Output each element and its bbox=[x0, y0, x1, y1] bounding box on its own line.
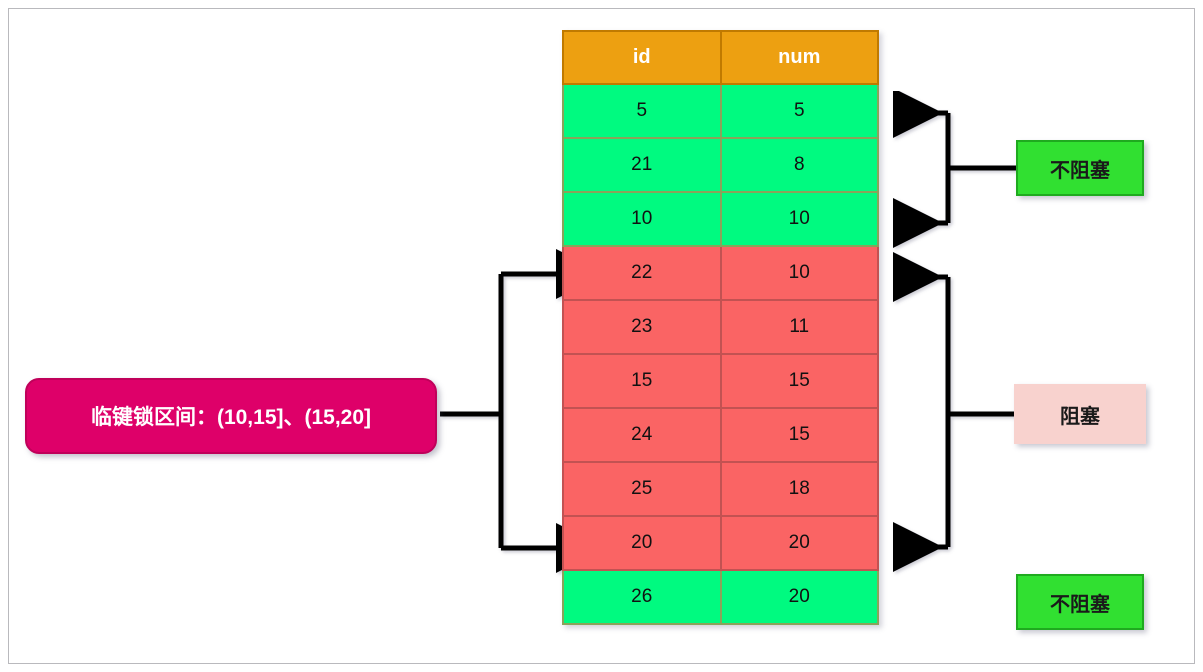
cell-num: 15 bbox=[719, 407, 879, 463]
cell-id: 24 bbox=[562, 407, 722, 463]
cell-num: 18 bbox=[719, 461, 879, 517]
cell-num: 10 bbox=[719, 191, 879, 247]
cell-num: 20 bbox=[719, 569, 879, 625]
table-row: 5 5 bbox=[562, 83, 879, 139]
cell-id: 23 bbox=[562, 299, 722, 355]
table-row: 26 20 bbox=[562, 569, 879, 625]
cell-id: 20 bbox=[562, 515, 722, 571]
cell-num: 20 bbox=[719, 515, 879, 571]
cell-id: 26 bbox=[562, 569, 722, 625]
table-row: 20 20 bbox=[562, 515, 879, 571]
label-non-blocking-top: 不阻塞 bbox=[1016, 140, 1144, 196]
table-row: 24 15 bbox=[562, 407, 879, 463]
table-row: 22 10 bbox=[562, 245, 879, 301]
cell-id: 10 bbox=[562, 191, 722, 247]
cell-num: 10 bbox=[719, 245, 879, 301]
label-blocking: 阻塞 bbox=[1014, 384, 1146, 444]
lock-rows-table: id num 5 5 21 8 10 10 22 10 23 1 bbox=[562, 30, 879, 625]
cell-num: 5 bbox=[719, 83, 879, 139]
table-row: 15 15 bbox=[562, 353, 879, 409]
label-non-blocking-bottom: 不阻塞 bbox=[1016, 574, 1144, 630]
cell-num: 11 bbox=[719, 299, 879, 355]
table-header-row: id num bbox=[562, 30, 879, 85]
table-row: 23 11 bbox=[562, 299, 879, 355]
table-row: 25 18 bbox=[562, 461, 879, 517]
table-body: 5 5 21 8 10 10 22 10 23 11 15 15 bbox=[562, 83, 879, 625]
cell-id: 25 bbox=[562, 461, 722, 517]
cell-num: 8 bbox=[719, 137, 879, 193]
gap-lock-range-callout: 临键锁区间：(10,15]、(15,20] bbox=[25, 378, 437, 454]
table-row: 21 8 bbox=[562, 137, 879, 193]
column-header-num: num bbox=[719, 30, 879, 85]
cell-id: 15 bbox=[562, 353, 722, 409]
cell-num: 15 bbox=[719, 353, 879, 409]
cell-id: 21 bbox=[562, 137, 722, 193]
cell-id: 5 bbox=[562, 83, 722, 139]
table-row: 10 10 bbox=[562, 191, 879, 247]
cell-id: 22 bbox=[562, 245, 722, 301]
column-header-id: id bbox=[562, 30, 722, 85]
